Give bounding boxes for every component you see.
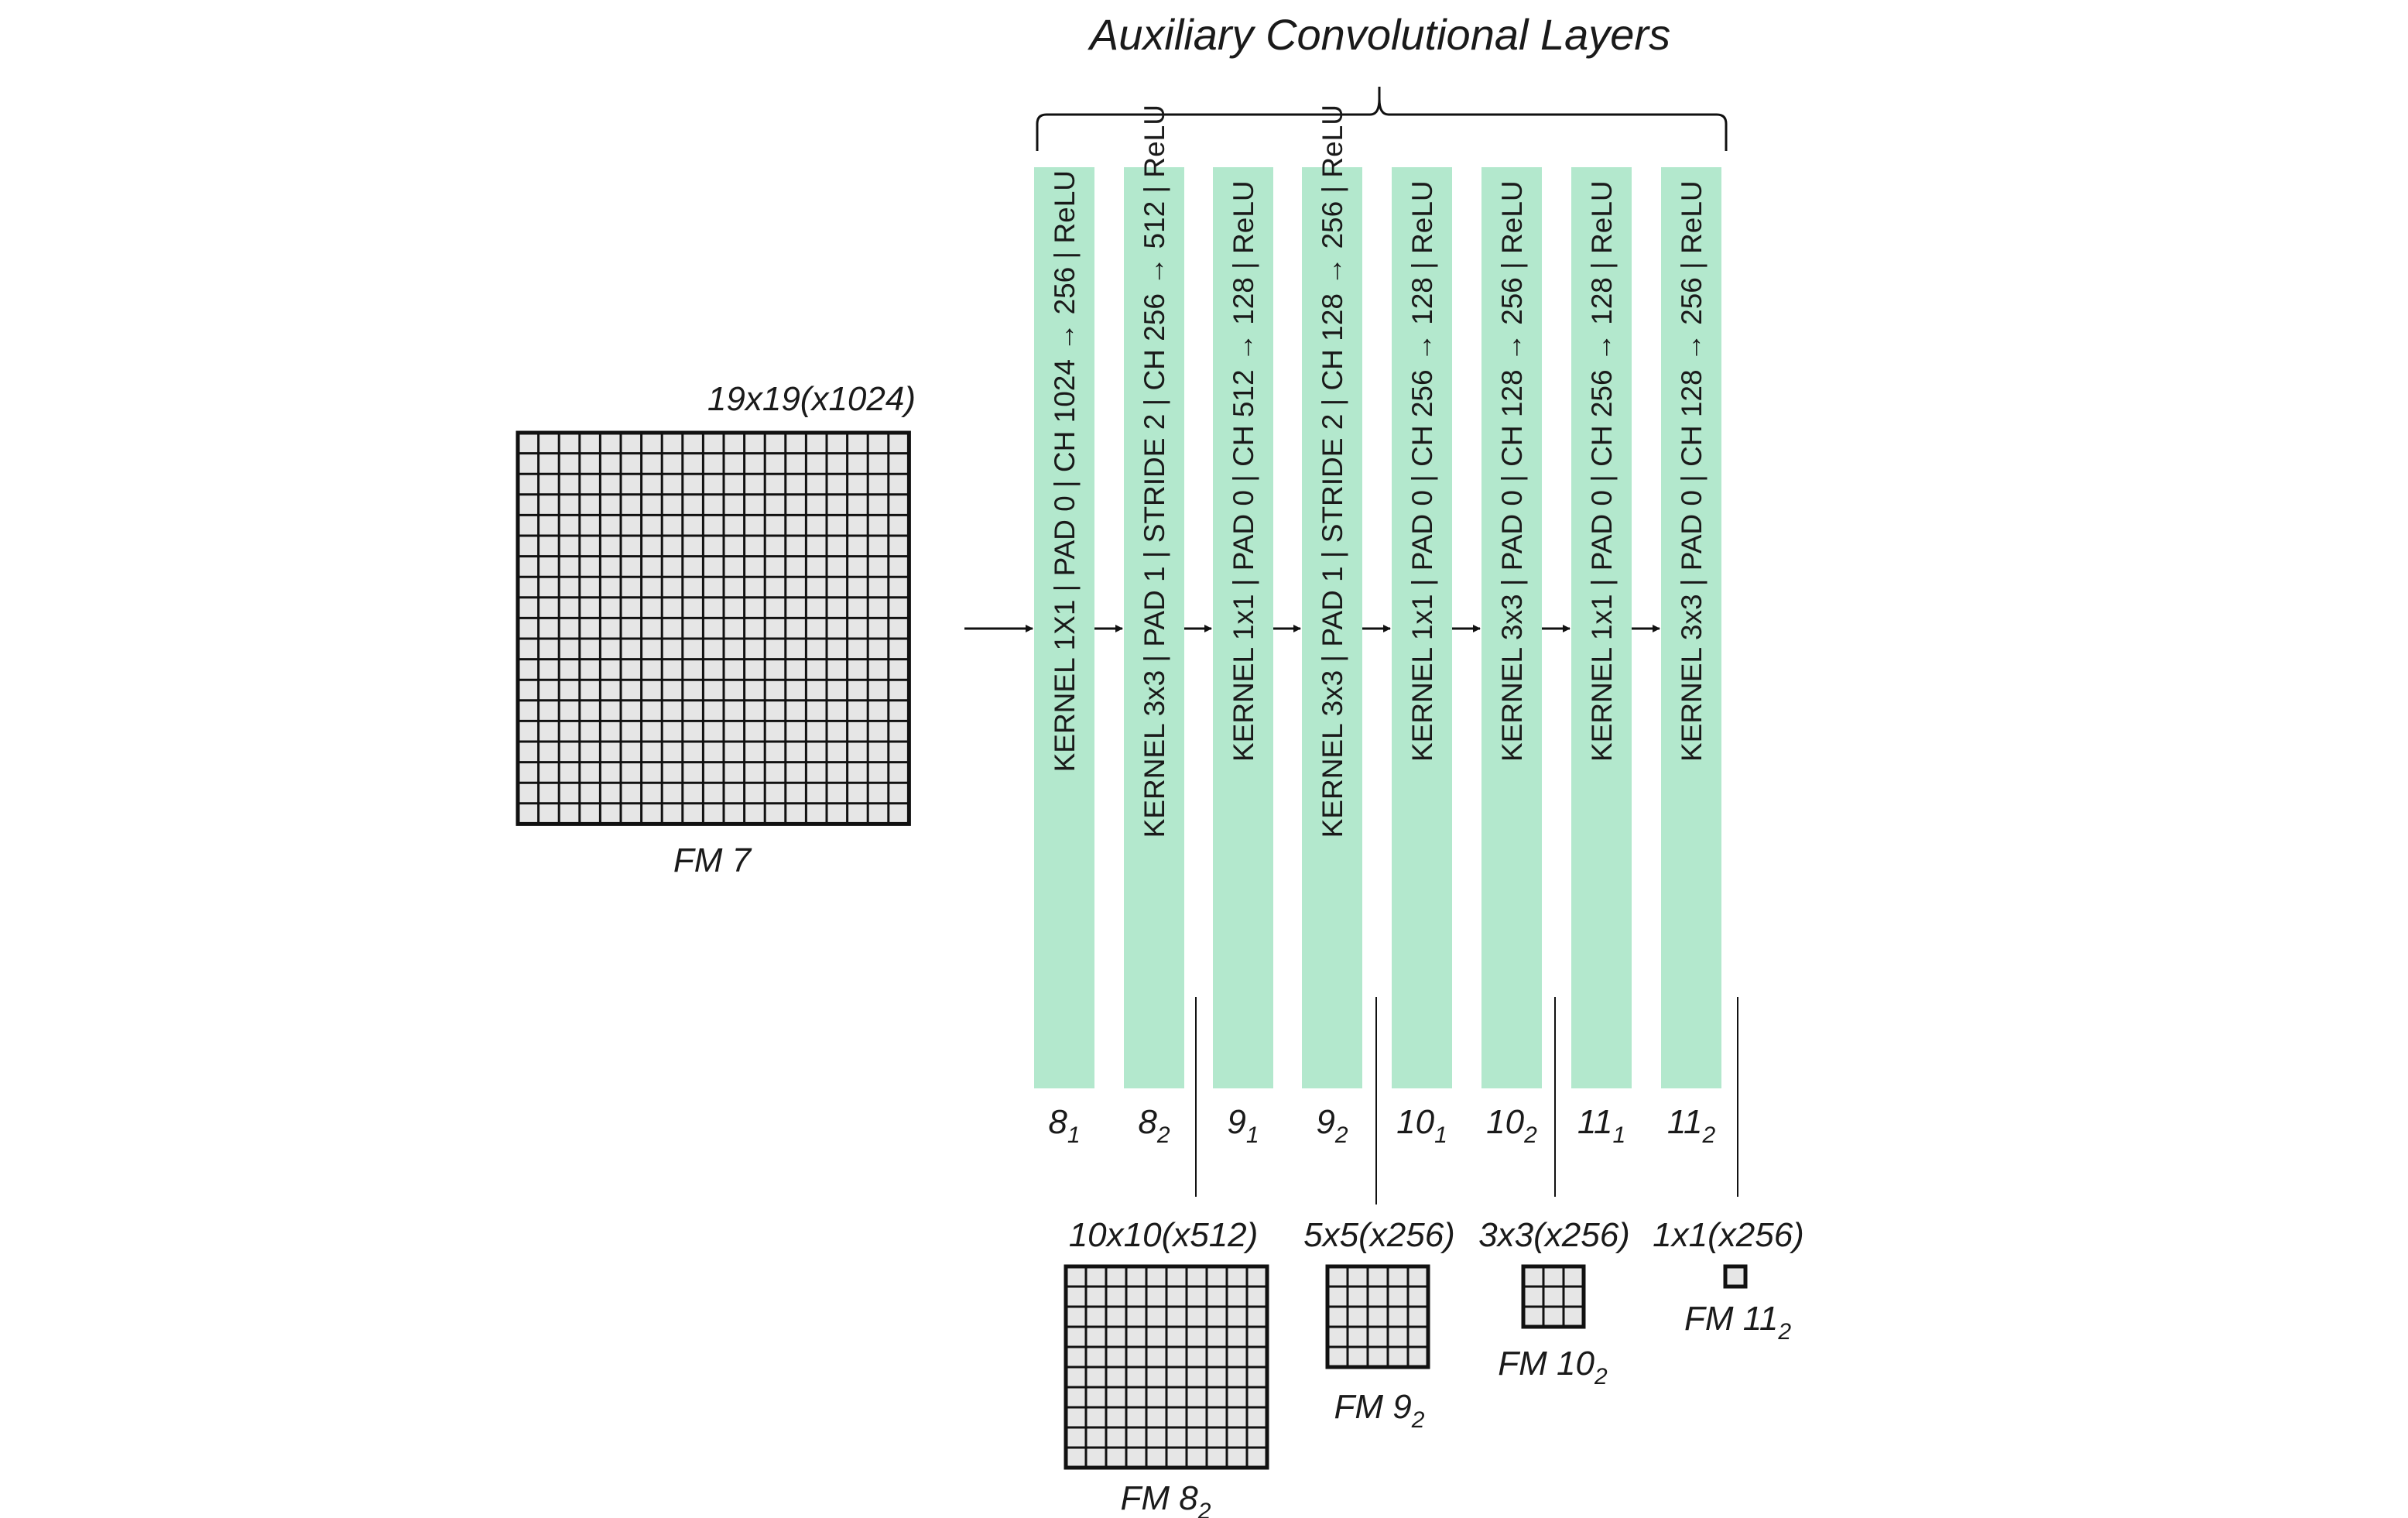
diagram-title: Auxiliary Convolutional Layers: [1088, 10, 1670, 59]
layer-block: [1213, 167, 1273, 1088]
output-map-2: 5x5(x256) FM 92: [1303, 997, 1455, 1433]
layer-id: 82: [1138, 1103, 1170, 1148]
layer-block: [1661, 167, 1721, 1088]
output-map-name: FM 82: [1121, 1479, 1211, 1518]
layer-spec: KERNEL 1X1 | PAD 0 | CH 1024 → 256 | ReL…: [1049, 170, 1081, 772]
layer-block: [1481, 167, 1542, 1088]
conv-layer-8-2: KERNEL 3x3 | PAD 1 | STRIDE 2 | CH 256 →…: [1124, 105, 1212, 1148]
layer-id: 102: [1486, 1103, 1537, 1148]
layer-id: 91: [1227, 1103, 1259, 1148]
conv-layer-10-1: KERNEL 1x1 | PAD 0 | CH 256 → 128 | ReLU…: [1392, 167, 1481, 1148]
layer-spec: KERNEL 1x1 | PAD 0 | CH 256 → 128 | ReLU: [1406, 180, 1438, 762]
output-map-4: 1x1(x256) FM 112: [1653, 997, 1804, 1345]
layer-spec: KERNEL 3x3 | PAD 1 | STRIDE 2 | CH 128 →…: [1317, 105, 1348, 838]
layer-spec: KERNEL 3x3 | PAD 0 | CH 128 → 256 | ReLU: [1676, 180, 1708, 762]
conv-layer-11-2: KERNEL 3x3 | PAD 0 | CH 128 → 256 | ReLU…: [1661, 167, 1721, 1148]
layer-spec: KERNEL 3x3 | PAD 1 | STRIDE 2 | CH 256 →…: [1139, 105, 1170, 838]
layer-block: [1124, 167, 1184, 1088]
output-map-1: 10x10(x512) FM 82: [1064, 997, 1269, 1518]
output-map-3: 3x3(x256) FM 102: [1478, 997, 1630, 1390]
output-map-dims: 5x5(x256): [1303, 1216, 1455, 1254]
output-feature-maps: 10x10(x512) FM 82 5x5(x256) FM 92 3x3(x256) F…: [1064, 997, 1804, 1518]
input-map-dims: 19x19(x1024): [707, 380, 916, 418]
layer-id: 92: [1316, 1103, 1348, 1148]
output-grid: [1064, 1264, 1269, 1470]
output-map-dims: 10x10(x512): [1069, 1216, 1259, 1254]
output-map-dims: 3x3(x256): [1478, 1216, 1630, 1254]
title-brace: [1036, 87, 1728, 151]
output-map-name: FM 92: [1334, 1388, 1425, 1433]
layer-id: 111: [1577, 1103, 1625, 1148]
layer-block: [1034, 167, 1094, 1088]
input-feature-map: [516, 430, 911, 826]
conv-layer-9-1: KERNEL 1x1 | PAD 0 | CH 512 → 128 | ReLU…: [1213, 167, 1301, 1148]
conv-layers: KERNEL 1X1 | PAD 0 | CH 1024 → 256 | ReL…: [1034, 105, 1721, 1148]
layer-spec: KERNEL 1x1 | PAD 0 | CH 256 → 128 | ReLU: [1586, 180, 1618, 762]
layer-id: 101: [1396, 1103, 1447, 1148]
layer-id: 81: [1048, 1103, 1080, 1148]
layer-block: [1392, 167, 1452, 1088]
output-grid: [1723, 1264, 1748, 1289]
input-map-name: FM 7: [673, 841, 752, 879]
output-map-dims: 1x1(x256): [1653, 1216, 1804, 1254]
output-grid: [1325, 1264, 1430, 1369]
conv-layer-11-1: KERNEL 1x1 | PAD 0 | CH 256 → 128 | ReLU…: [1571, 167, 1660, 1148]
conv-layer-10-2: KERNEL 3x3 | PAD 0 | CH 128 → 256 | ReLU…: [1481, 167, 1571, 1148]
output-grid: [1521, 1264, 1586, 1329]
conv-layer-9-2: KERNEL 3x3 | PAD 1 | STRIDE 2 | CH 128 →…: [1302, 105, 1391, 1148]
output-map-name: FM 112: [1684, 1300, 1791, 1345]
input-grid-cells: [516, 430, 911, 826]
layer-spec: KERNEL 3x3 | PAD 0 | CH 128 → 256 | ReLU: [1496, 180, 1528, 762]
layer-spec: KERNEL 1x1 | PAD 0 | CH 512 → 128 | ReLU: [1228, 180, 1259, 762]
layer-block: [1571, 167, 1632, 1088]
conv-layer-8-1: KERNEL 1X1 | PAD 0 | CH 1024 → 256 | ReL…: [1034, 167, 1123, 1148]
layer-id: 112: [1667, 1103, 1716, 1148]
layer-block: [1302, 167, 1362, 1088]
output-map-name: FM 102: [1498, 1345, 1608, 1390]
